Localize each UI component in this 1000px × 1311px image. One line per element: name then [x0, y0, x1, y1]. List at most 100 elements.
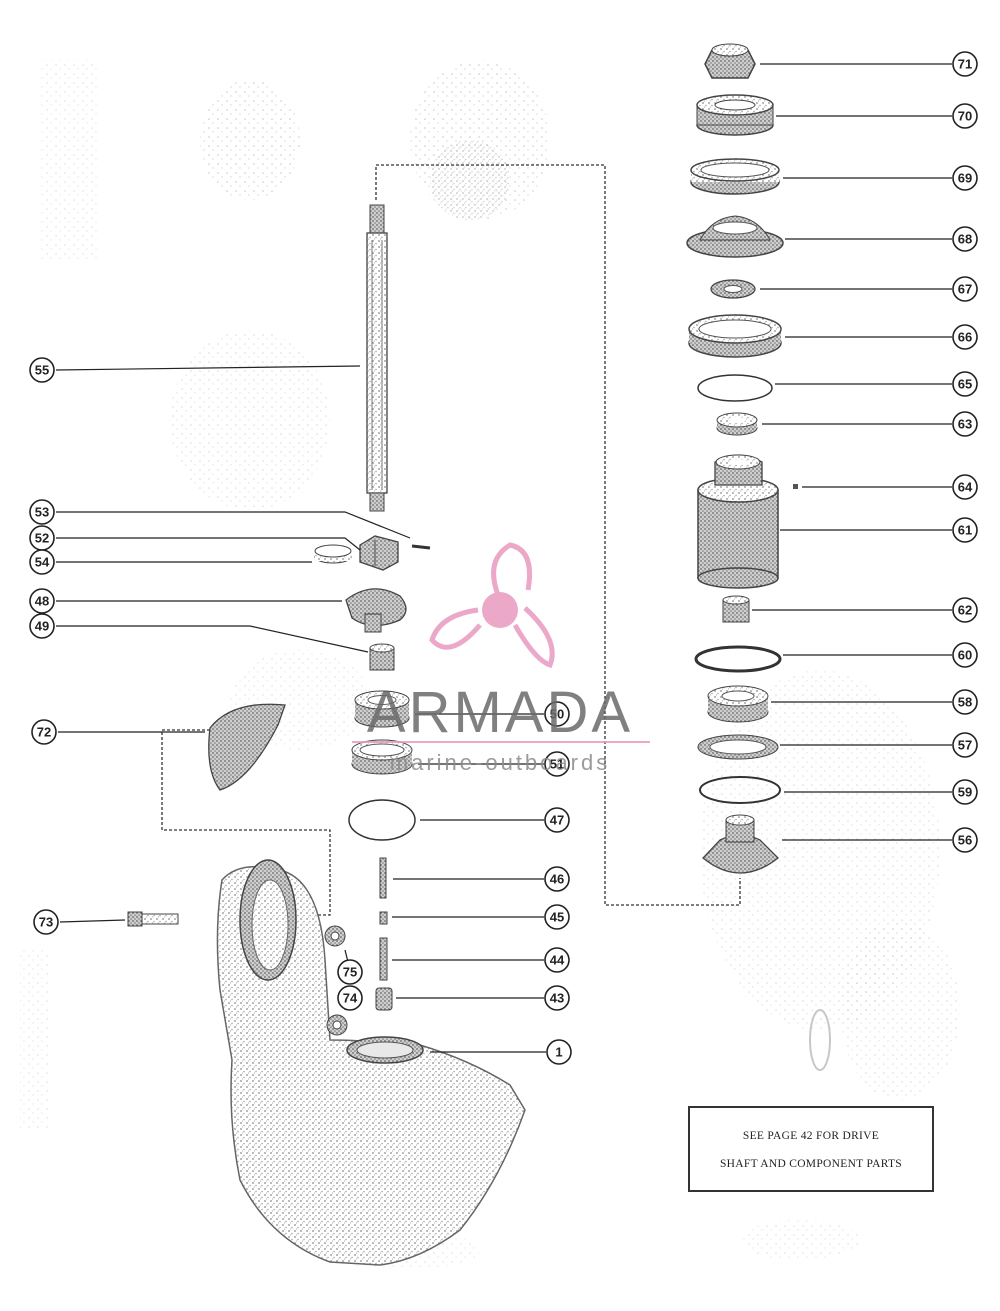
part-62-bushing [722, 595, 750, 623]
callout-62: 62 [952, 597, 978, 623]
part-70-retainer [696, 94, 774, 136]
callout-1: 1 [546, 1039, 572, 1065]
callout-label: 63 [958, 417, 972, 432]
callout-label: 47 [550, 813, 564, 828]
callout-63: 63 [952, 411, 978, 437]
part-58-bearing [707, 685, 769, 723]
callout-label: 54 [35, 555, 50, 570]
part-51-cup [351, 739, 413, 775]
callout-label: 58 [958, 695, 972, 710]
callout-52: 52 [29, 525, 55, 551]
callouts: 71 70 69 68 67 66 65 63 64 61 62 60 58 5… [29, 51, 978, 1065]
callout-60: 60 [952, 642, 978, 668]
callout-70: 70 [952, 103, 978, 129]
part-45-detent [379, 911, 388, 925]
part-69-ring [690, 158, 780, 195]
callout-label: 1 [555, 1045, 562, 1060]
callout-label: 61 [958, 523, 972, 538]
part-74-nut [326, 1014, 348, 1036]
callout-label: 49 [35, 619, 49, 634]
part-63-bearing [716, 412, 758, 436]
callout-57: 57 [952, 732, 978, 758]
callout-label: 66 [958, 330, 972, 345]
callout-61: 61 [952, 517, 978, 543]
part-44-rod [379, 937, 388, 981]
callout-label: 59 [958, 785, 972, 800]
callout-label: 62 [958, 603, 972, 618]
part-48-gear [345, 588, 407, 633]
part-75-nut [324, 925, 346, 947]
callout-51: 51 [544, 751, 570, 777]
part-53-pin [411, 544, 431, 550]
part-55-shaft [366, 204, 388, 512]
callout-label: 71 [958, 57, 972, 72]
part-47-o-ring [348, 799, 416, 841]
leader-lines [55, 63, 952, 1053]
callout-label: 48 [35, 594, 49, 609]
callout-label: 53 [35, 505, 49, 520]
part-61-bearing-carrier [697, 454, 779, 589]
callout-label: 46 [550, 872, 564, 887]
part-46-rod [379, 857, 387, 899]
callout-73: 73 [33, 909, 59, 935]
part-65-o-ring [697, 374, 773, 402]
callout-44: 44 [544, 947, 570, 973]
part-43-block [375, 987, 393, 1011]
part-68-housing-cap [686, 215, 784, 258]
callout-label: 43 [550, 991, 564, 1006]
watermark-name: ARMADA [367, 680, 633, 745]
callout-label: 45 [550, 910, 564, 925]
callout-66: 66 [952, 324, 978, 350]
part-60-o-ring [694, 645, 782, 673]
part-64-pin [793, 484, 798, 489]
callout-label: 75 [343, 965, 357, 980]
callout-label: 50 [550, 707, 564, 722]
callout-74: 74 [337, 985, 363, 1011]
part-67-washer [710, 279, 756, 299]
callout-label: 60 [958, 648, 972, 663]
callout-53: 53 [29, 499, 55, 525]
part-57-shim [697, 734, 779, 760]
callout-43: 43 [544, 985, 570, 1011]
callout-label: 73 [39, 915, 53, 930]
callout-label: 44 [550, 953, 565, 968]
callout-label: 56 [958, 833, 972, 848]
callout-54: 54 [29, 549, 55, 575]
part-59-gasket [699, 776, 781, 804]
callout-67: 67 [952, 276, 978, 302]
callout-50: 50 [544, 701, 570, 727]
watermark-tagline: marine-outboards [390, 750, 610, 775]
part-71-nut [704, 43, 756, 79]
callout-label: 72 [37, 725, 51, 740]
callout-48: 48 [29, 588, 55, 614]
callout-label: 67 [958, 282, 972, 297]
part-54-spring [314, 544, 352, 564]
callout-55: 55 [29, 357, 55, 383]
note-line-1: SEE PAGE 42 FOR DRIVE [742, 1130, 880, 1142]
callout-47: 47 [544, 807, 570, 833]
background-ghost-parts [20, 60, 960, 1270]
part-49-bushing [369, 643, 395, 671]
reference-note-box: SEE PAGE 42 FOR DRIVE SHAFT AND COMPONEN… [688, 1106, 934, 1192]
part-56-gear [702, 814, 779, 874]
callout-46: 46 [544, 866, 570, 892]
part-73-bolt [127, 911, 179, 927]
part-50-bearing [354, 690, 410, 728]
note-line-2: SHAFT AND COMPONENT PARTS [719, 1158, 903, 1170]
callout-71: 71 [952, 51, 978, 77]
callout-49: 49 [29, 613, 55, 639]
callout-label: 74 [343, 991, 358, 1006]
part-66-cup [688, 314, 782, 358]
callout-45: 45 [544, 904, 570, 930]
callout-label: 69 [958, 171, 972, 186]
propeller-logo-icon [429, 542, 555, 669]
callout-65: 65 [952, 371, 978, 397]
part-52-clutch [359, 535, 399, 571]
part-1-gear-housing [216, 859, 526, 1266]
part-72-anode [208, 703, 286, 791]
callout-72: 72 [31, 719, 57, 745]
callout-label: 55 [35, 363, 49, 378]
callout-label: 68 [958, 232, 972, 247]
callout-58: 58 [952, 689, 978, 715]
